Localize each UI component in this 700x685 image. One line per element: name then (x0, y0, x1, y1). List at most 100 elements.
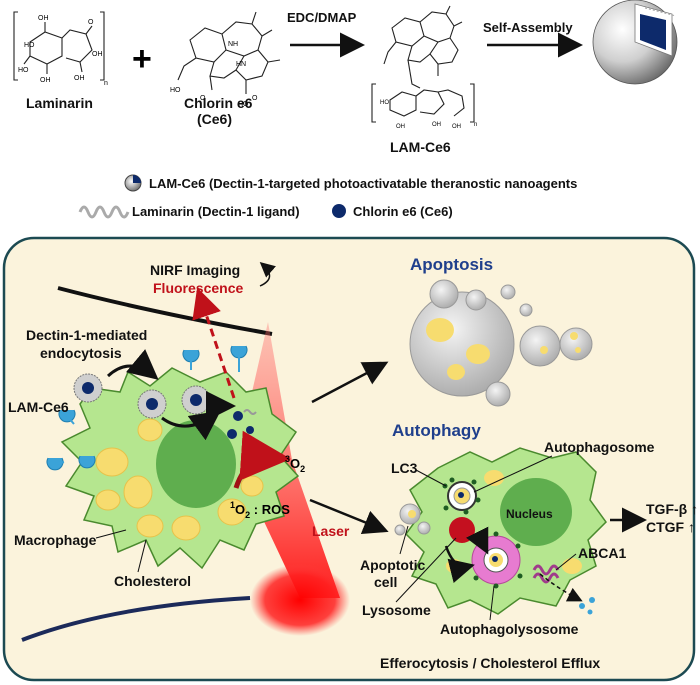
ce6-dot-icon (332, 204, 346, 218)
fluorescence-label: Fluorescence (153, 280, 243, 296)
autophagosome-label: Autophagosome (544, 439, 655, 455)
svg-text:OH: OH (38, 15, 49, 22)
apoptotic-cell-label-line2: cell (374, 574, 397, 590)
vessel-wall-bottom (21, 596, 251, 642)
subscript-n-2: n (474, 122, 477, 128)
nanoparticles-outside (73, 373, 211, 419)
svg-text:HO: HO (18, 67, 29, 74)
cholesterol-droplet (240, 475, 264, 497)
svg-text:OH: OH (92, 51, 103, 58)
laminarin-wave-icon (78, 205, 130, 219)
cholesterol-droplet (136, 514, 164, 538)
lysosome-fusion-arrow (444, 545, 475, 583)
efflux-droplet (589, 597, 595, 603)
svg-text:O: O (88, 19, 94, 26)
autophagolysosome-pointer (489, 585, 495, 621)
fusion-arrow (465, 526, 489, 555)
abca1-transporter (532, 564, 560, 584)
svg-text:HN: HN (236, 61, 246, 68)
nirf-imaging-label: NIRF Imaging (150, 262, 240, 278)
efflux-arrow (539, 573, 583, 602)
arrow-to-autophagy (309, 498, 389, 535)
lam-ce6-label: LAM-Ce6 (390, 139, 451, 155)
efflux-droplet (579, 603, 585, 609)
released-ce6 (233, 411, 243, 421)
svg-text:OH: OH (396, 124, 405, 130)
released-ce6 (246, 426, 254, 434)
nanoagent-icon-core (133, 175, 141, 183)
apoptotic-cell-label-line1: Apoptotic (360, 557, 426, 573)
abca1-pointer (555, 553, 577, 571)
chlorin-label-line1: Chlorin e6 (184, 95, 253, 111)
lc3-pointer (415, 469, 447, 487)
cholesterol-droplet (95, 447, 129, 477)
tgf-label: TGF-β ↑ (646, 501, 698, 517)
laser-label: Laser (312, 523, 350, 539)
lc3-label: LC3 (391, 460, 418, 476)
chlorin-label-line2: (Ce6) (197, 111, 232, 127)
laminarin-label: Laminarin (26, 95, 93, 111)
apoptosis-title: Apoptosis (410, 255, 493, 274)
cholesterol-droplet (95, 489, 121, 511)
ctgf-label: CTGF ↑ (646, 519, 695, 535)
svg-text:HO: HO (24, 42, 35, 49)
apoptotic-bodies (409, 279, 593, 407)
lysosome-pointer (395, 537, 457, 603)
dectin-label-line2: endocytosis (40, 345, 122, 361)
legend-item-ce6: Chlorin e6 (Ce6) (353, 204, 453, 219)
imaging-curl-arrow (259, 262, 276, 287)
autophagy-nucleus (500, 478, 572, 546)
triplet-o2-label: 3O2 (285, 454, 305, 474)
cholesterol-pointer (137, 539, 147, 573)
ros-curve-arrow (233, 430, 291, 489)
nucleus-label: Nucleus (506, 507, 553, 521)
svg-text:OH: OH (74, 75, 85, 82)
cholesterol-label: Cholesterol (114, 573, 191, 589)
autophagolysosome-label: Autophagolysosome (440, 621, 579, 637)
svg-text:HO: HO (238, 101, 249, 108)
cholesterol-droplet (217, 498, 247, 526)
endocytosis-arrow-1 (106, 349, 159, 380)
legend: LAM-Ce6 (Dectin-1-targeted photoactivata… (78, 174, 577, 219)
macrophage-pointer (95, 529, 127, 539)
dectin-receptors (46, 345, 248, 471)
lam-ce6-structure: HO OH OH OH n (371, 5, 477, 130)
svg-text:OH: OH (432, 122, 441, 128)
macrophage-label: Macrophage (14, 532, 97, 548)
dectin-label-line1: Dectin-1-mediated (26, 327, 147, 343)
svg-text:OH: OH (40, 77, 51, 84)
chlorin-e6-structure: NH HN HO O HO O (170, 11, 281, 108)
vessel-wall-top (57, 286, 273, 336)
singlet-o2-ros-label: 1O2 : ROS (230, 500, 290, 520)
legend-item-nanoagent: LAM-Ce6 (Dectin-1-targeted photoactivata… (149, 176, 577, 191)
efferocytosis-label: Efferocytosis / Cholesterol Efflux (380, 655, 600, 671)
svg-text:HO: HO (170, 87, 181, 94)
autophagosome-pointer (473, 455, 553, 493)
self-assembly-label: Self-Assembly (483, 20, 573, 35)
subscript-n: n (104, 80, 108, 87)
efflux-droplet (587, 609, 593, 615)
lam-ce6-panel-label: LAM-Ce6 (8, 399, 69, 415)
macrophage-nucleus (156, 420, 236, 508)
arrow-to-apoptosis (311, 361, 389, 404)
legend-item-laminarin: Laminarin (Dectin-1 ligand) (132, 204, 300, 219)
abca1-label: ABCA1 (578, 545, 626, 561)
autophagy-title: Autophagy (392, 421, 481, 440)
plus-sign: + (132, 40, 152, 78)
laminarin-structure: HO OH HO OH OH O OH n (13, 11, 108, 87)
svg-text:OH: OH (452, 124, 461, 130)
edc-dmap-label: EDC/DMAP (287, 10, 357, 25)
nanoparticle-sphere (592, 0, 678, 85)
svg-text:NH: NH (228, 41, 238, 48)
svg-text:HO: HO (380, 100, 389, 106)
cholesterol-droplet (171, 515, 201, 541)
cholesterol-droplet (137, 418, 163, 442)
apoptotic-cell-pointer (399, 525, 409, 555)
released-ce6 (227, 429, 237, 439)
apoptotic-cell-bodies (394, 503, 431, 536)
laser-spot (250, 564, 350, 636)
cholesterol-droplet (123, 475, 153, 509)
fluorescence-arrow (192, 287, 236, 399)
svg-text:O: O (252, 95, 258, 102)
